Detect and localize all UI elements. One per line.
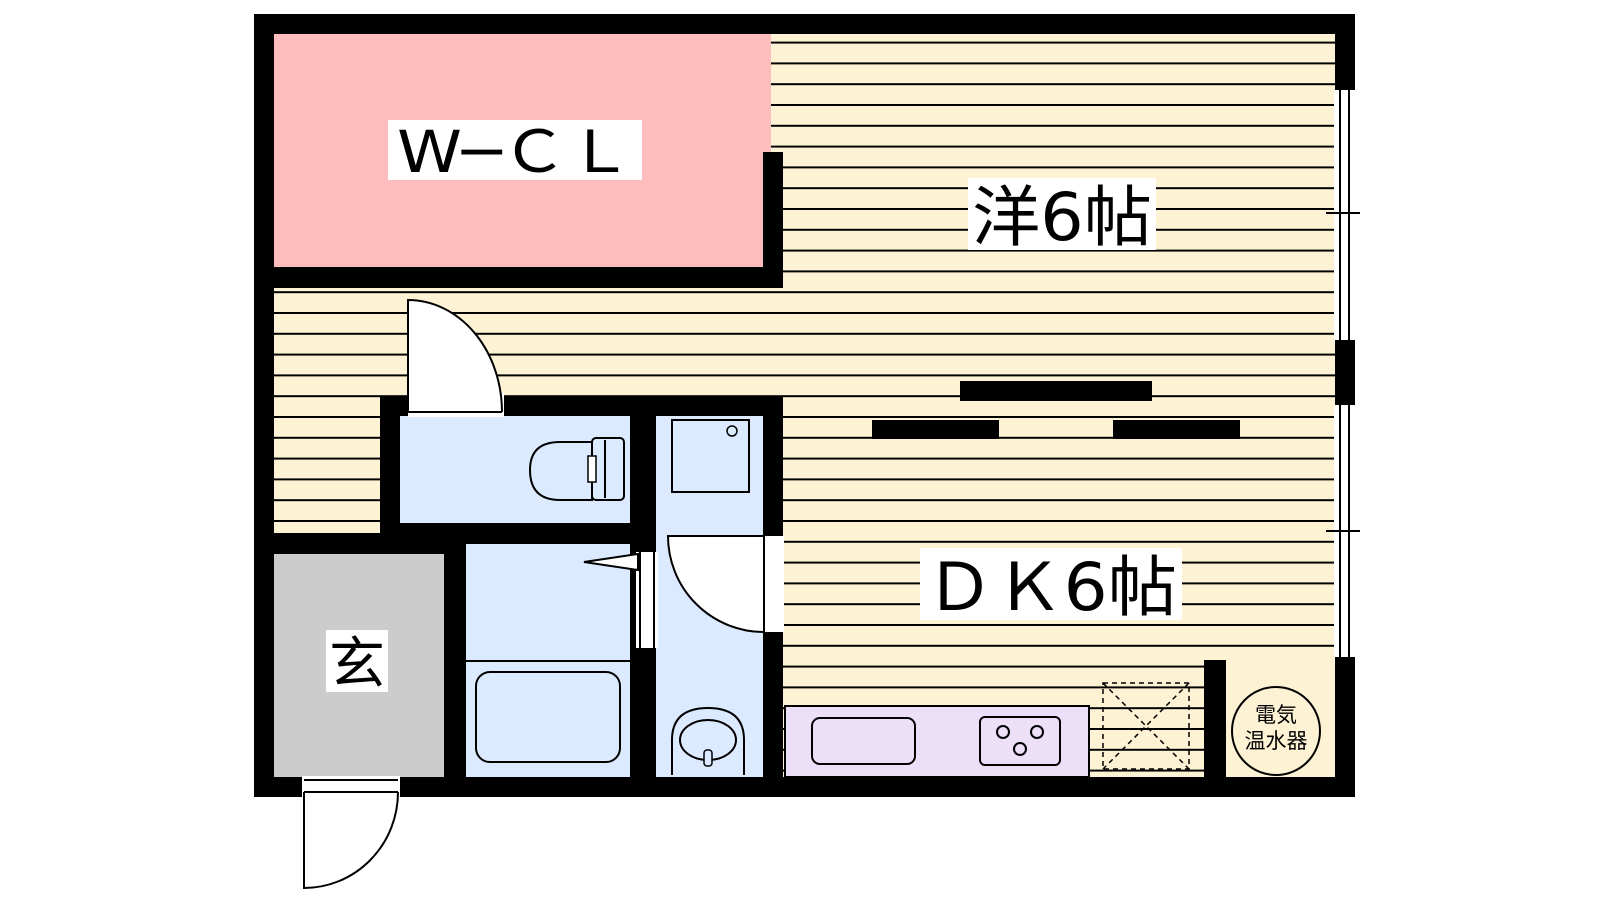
bath-door-opening [636, 552, 658, 648]
water-heater-label-line2: 温水器 [1245, 729, 1308, 753]
bath-divider [466, 660, 630, 662]
bath-door-leaf [583, 552, 639, 572]
wcl-label: W─ＣＬ [397, 118, 633, 186]
burner-icon [996, 725, 1010, 739]
partition-marker [872, 420, 999, 439]
drain-icon [726, 425, 738, 437]
western-label: 洋6帖 [972, 179, 1152, 256]
toilet-tank [591, 437, 625, 501]
wcl-wall-bottom [274, 267, 783, 288]
western-label-bg [968, 178, 1156, 250]
fridge-cross [1102, 682, 1190, 770]
stove [979, 716, 1061, 766]
bathtub [475, 671, 621, 763]
entrance-label: 玄 [329, 632, 385, 697]
sink [811, 717, 916, 765]
window-upper [1334, 90, 1355, 340]
fridge-cross [1102, 682, 1190, 770]
partition-marker [960, 381, 1152, 401]
water-heater-wall [1204, 660, 1226, 777]
partition-marker [1113, 420, 1240, 439]
wcl-label-bg [388, 120, 642, 180]
entrance-wall [274, 533, 460, 554]
washroom-door [666, 535, 765, 634]
toilet-door [407, 298, 503, 413]
dk-label: ＤＫ6帖 [925, 549, 1177, 626]
toilet-bowl [528, 441, 593, 501]
burner-icon [1013, 742, 1027, 756]
entrance-label-bg [326, 630, 388, 692]
water-heater [1231, 686, 1321, 776]
entrance-wall-right [444, 533, 466, 777]
dk-label-bg [920, 548, 1182, 620]
water-heater-label-line1: 電気 [1255, 703, 1297, 727]
entrance-door [303, 791, 399, 890]
burner-icon [1030, 725, 1044, 739]
fridge-space [1102, 682, 1190, 770]
wcl-wall-right [763, 152, 783, 288]
faucet-icon [703, 749, 713, 767]
toilet-handle [587, 455, 597, 483]
